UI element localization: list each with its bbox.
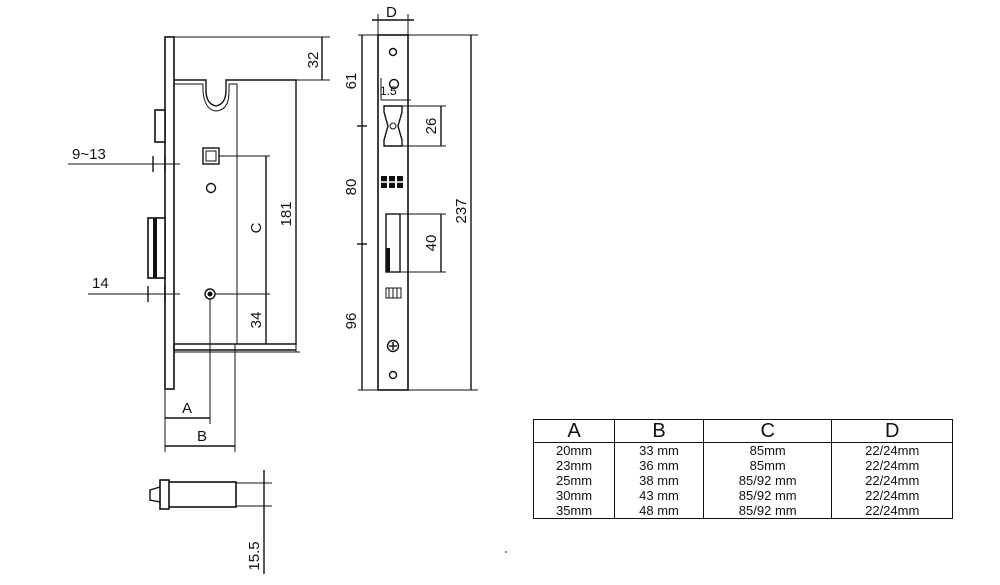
svg-text:181: 181 [278, 201, 295, 226]
faceplate [377, 34, 409, 391]
table-header-row: A B C D [532, 419, 953, 443]
svg-text:1.5: 1.5 [380, 84, 397, 98]
dimension-14: 14 [88, 275, 180, 302]
dimension-61-80-96: 61 80 96 [343, 34, 378, 391]
table-row: 23mm 36 mm 85mm 22/24mm [532, 458, 953, 473]
case-inner-line [174, 83, 238, 344]
table-cell: 48 mm [614, 503, 704, 519]
cylinder-hole-center [207, 291, 213, 297]
bolt-body [167, 481, 237, 508]
dimension-c: C [215, 155, 270, 295]
bolt-face [159, 479, 170, 510]
dimension-a-b: A B [164, 299, 236, 452]
table-cell: 85/92 mm [702, 473, 833, 488]
spindle-hole [202, 147, 220, 165]
svg-text:40: 40 [423, 235, 440, 252]
table-cell: 36 mm [614, 458, 704, 473]
table-cell: 22/24mm [831, 442, 953, 458]
fixing-hole [205, 182, 217, 194]
screw-hole-bottom [388, 370, 398, 380]
dimension-40: 40 [400, 213, 446, 273]
svg-text:9~13: 9~13 [72, 146, 106, 163]
dimension-9-13: 9~13 [68, 146, 180, 172]
size-table: A B C D 20mm 33 mm 85mm 22/24mm 23mm 36 … [532, 419, 953, 519]
table-cell: 22/24mm [831, 473, 953, 488]
svg-text:B: B [197, 428, 207, 445]
dimension-32: 32 [174, 36, 330, 81]
column-header-a: A [532, 419, 616, 443]
table-cell: 22/24mm [831, 503, 953, 519]
table-cell: 33 mm [614, 442, 704, 458]
svg-text:C: C [248, 222, 265, 233]
dimension-181: 181 [174, 80, 300, 353]
bolt-opening [385, 213, 401, 273]
table-cell: 35mm [532, 503, 616, 519]
latch-bolt-detail: 15.5 [149, 470, 272, 574]
case-bottom-flange [173, 344, 296, 351]
table-cell: 38 mm [614, 473, 704, 488]
screw-hole-top [388, 47, 398, 57]
dimension-d: D [372, 4, 414, 35]
bolt-tip [149, 486, 161, 503]
dimension-34: 34 [248, 294, 267, 344]
table-cell: 85/92 mm [702, 488, 833, 503]
faceplate-front-view [377, 34, 411, 391]
screw-upper [388, 78, 400, 90]
lock-case [174, 79, 297, 345]
svg-text:32: 32 [305, 52, 322, 69]
column-header-d: D [831, 419, 953, 443]
dimension-1-5: 1.5 [380, 84, 397, 98]
svg-text:D: D [386, 4, 397, 21]
table-cell: 85mm [702, 458, 833, 473]
table-row: 25mm 38 mm 85/92 mm 22/24mm [532, 473, 953, 488]
column-header-c: C [702, 419, 833, 443]
svg-text:15.5: 15.5 [246, 541, 263, 570]
svg-text:26: 26 [423, 118, 440, 135]
faceplate-marking [381, 176, 403, 188]
table-cell: 25mm [532, 473, 616, 488]
table-cell: 85/92 mm [702, 503, 833, 519]
svg-text:61: 61 [343, 73, 360, 90]
forend-plate [164, 36, 175, 390]
lock-body-side-view [147, 36, 297, 390]
dimension-237: 237 [408, 34, 478, 391]
latch-stub [154, 109, 166, 143]
table-row: 35mm 48 mm 85/92 mm 22/24mm [532, 503, 953, 519]
screw-lower [386, 339, 400, 353]
table-cell: 30mm [532, 488, 616, 503]
svg-text:237: 237 [453, 198, 470, 223]
spindle-hole-inner [205, 150, 217, 162]
svg-text:96: 96 [343, 313, 360, 330]
svg-text:34: 34 [248, 312, 265, 329]
table-row: 20mm 33 mm 85mm 22/24mm [532, 442, 953, 458]
speck [505, 551, 507, 553]
table-cell: 22/24mm [831, 458, 953, 473]
bolt-stub-shade [153, 218, 157, 278]
column-header-b: B [614, 419, 704, 443]
table-cell: 85mm [702, 442, 833, 458]
table-cell: 23mm [532, 458, 616, 473]
svg-text:14: 14 [92, 275, 109, 292]
svg-text:80: 80 [343, 179, 360, 196]
svg-text:A: A [182, 400, 192, 417]
table-row: 30mm 43 mm 85/92 mm 22/24mm [532, 488, 953, 503]
table-cell: 43 mm [614, 488, 704, 503]
dimension-26: 26 [402, 105, 446, 147]
table-cell: 20mm [532, 442, 616, 458]
table-cell: 22/24mm [831, 488, 953, 503]
